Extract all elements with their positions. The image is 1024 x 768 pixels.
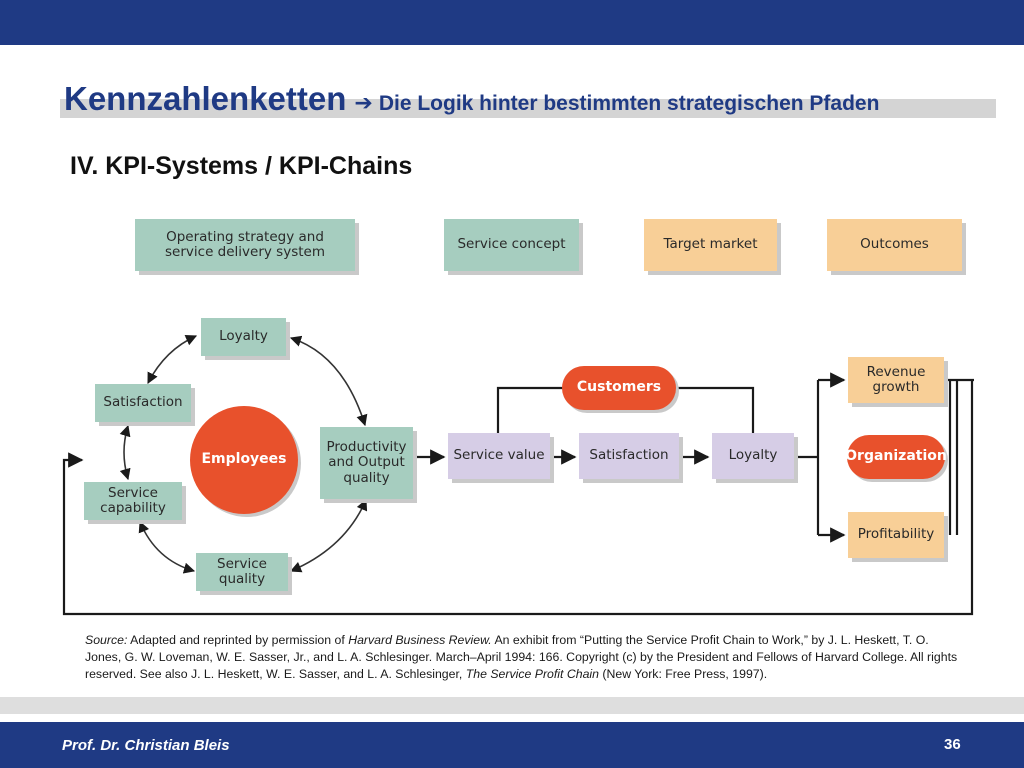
- slide-subtitle: IV. KPI-Systems / KPI-Chains: [70, 152, 413, 180]
- arc-capability-satisfaction: [119, 424, 131, 481]
- chain-loyalty: Loyalty: [712, 433, 794, 479]
- source-text-3: (New York: Free Press, 1997).: [599, 667, 768, 681]
- cycle-satisfaction: Satisfaction: [95, 384, 191, 422]
- cycle-loyalty: Loyalty: [201, 318, 286, 356]
- title-underline-band: [60, 99, 996, 118]
- page-number: 36: [944, 736, 961, 753]
- legend-operating-strategy: Operating strategy and service delivery …: [135, 219, 355, 271]
- slide-title: Kennzahlenketten ➔Die Logik hinter bestim…: [64, 80, 879, 122]
- footer-band: [0, 697, 1024, 714]
- employees-node: Employees: [190, 406, 298, 514]
- top-banner: [0, 0, 1024, 45]
- arrow-right-icon: ➔: [354, 90, 373, 115]
- source-text-1: Adapted and reprinted by permission of: [127, 633, 349, 647]
- arc-productivity-servicequality: [289, 498, 368, 573]
- legend-outcomes: Outcomes: [827, 219, 962, 271]
- source-citation: Source: Adapted and reprinted by permiss…: [85, 632, 965, 683]
- chain-service-value: Service value: [448, 433, 550, 479]
- title-sub: Die Logik hinter bestimmten strategische…: [378, 92, 880, 115]
- arc-loyalty-productivity: [289, 335, 368, 427]
- arc-satisfaction-loyalty: [147, 335, 198, 384]
- organization-node: Organization: [845, 435, 947, 479]
- chain-satisfaction: Satisfaction: [579, 433, 679, 479]
- source-label: Source:: [85, 633, 128, 647]
- title-main: Kennzahlenketten: [64, 80, 347, 117]
- customers-node: Customers: [562, 366, 676, 410]
- source-text-2: An exhibit from “Putting the Service Pro…: [85, 633, 958, 681]
- outcome-revenue-growth: Revenue growth: [848, 357, 944, 403]
- legend-service-concept: Service concept: [444, 219, 579, 271]
- footer-bar: [0, 722, 1024, 768]
- arc-servicequality-capability: [138, 520, 196, 574]
- cycle-service-capability: Service capability: [84, 482, 182, 520]
- cycle-productivity: Productivity and Output quality: [320, 427, 413, 499]
- source-book: The Service Profit Chain: [465, 667, 599, 681]
- legend-target-market: Target market: [644, 219, 777, 271]
- feedback-loop: [62, 380, 974, 616]
- footer-author: Prof. Dr. Christian Bleis: [62, 737, 230, 754]
- outcome-profitability: Profitability: [848, 512, 944, 558]
- source-journal: Harvard Business Review.: [348, 633, 492, 647]
- cycle-service-quality: Service quality: [196, 553, 288, 591]
